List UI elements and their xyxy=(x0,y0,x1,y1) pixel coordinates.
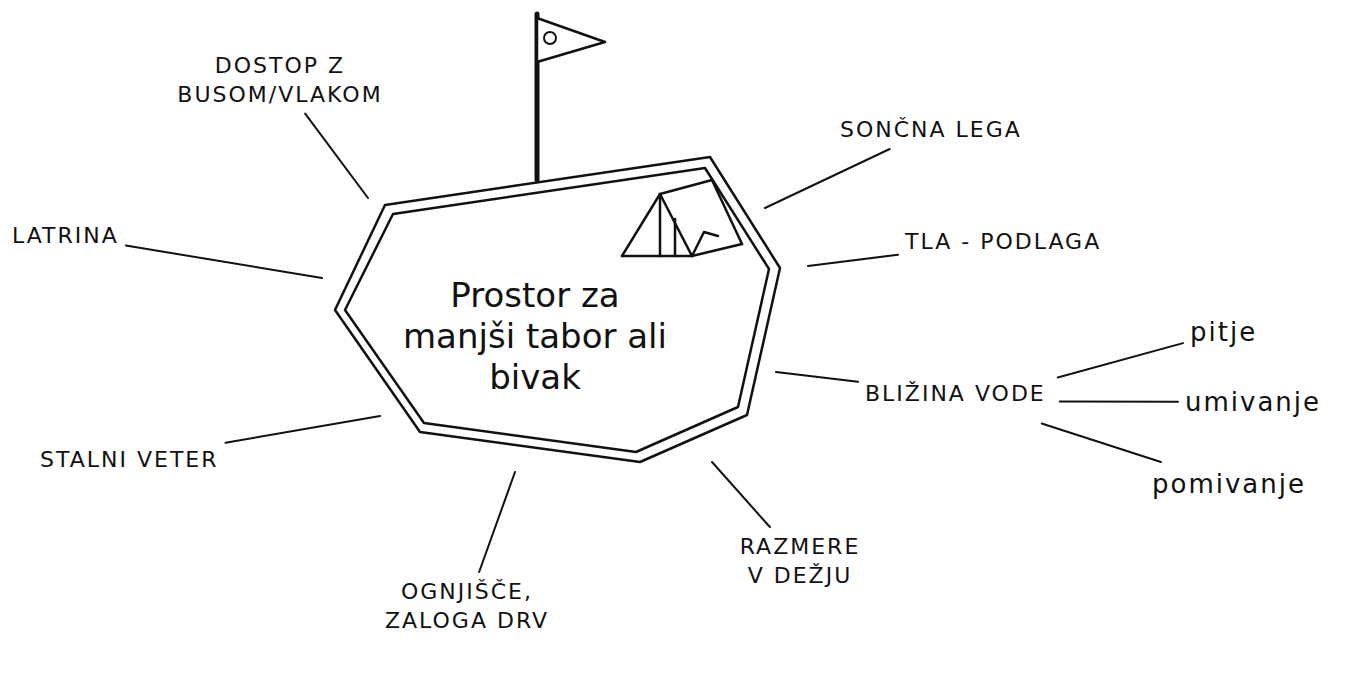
leader-line xyxy=(1042,424,1161,463)
topic-label: TLA - PODLAGA xyxy=(905,228,1101,257)
hexagon-outer xyxy=(335,157,780,462)
node-title: Prostor za manjši tabor ali bivak xyxy=(390,275,680,397)
leader-line xyxy=(712,462,770,527)
leader-line xyxy=(1060,401,1178,403)
leader-line xyxy=(776,372,858,382)
tent xyxy=(622,180,742,256)
flag xyxy=(537,14,605,180)
hexagon-inner xyxy=(345,168,769,452)
leader-line xyxy=(808,255,898,266)
topic-label: pomivanje xyxy=(1152,468,1306,502)
node-text-box: Prostor za manjši tabor ali bivak xyxy=(390,275,680,397)
place-hexagon: Prostor za manjši tabor ali bivak xyxy=(330,150,785,465)
leader-line xyxy=(479,472,515,572)
leader-line xyxy=(765,149,890,208)
topic-label: RAZMERE V DEŽJU xyxy=(730,533,870,590)
leader-line xyxy=(305,114,368,198)
topic-label: STALNI VETER xyxy=(40,446,219,475)
topic-label: DOSTOP Z BUSOM/VLAKOM xyxy=(140,52,420,109)
topic-label: SONČNA LEGA xyxy=(840,116,1022,145)
topic-label: pitje xyxy=(1190,316,1257,350)
topic-label: OGNJIŠČE, ZALOGA DRV xyxy=(372,578,562,635)
topic-label: BLIŽINA VODE xyxy=(865,380,1046,409)
leader-line xyxy=(1058,343,1183,377)
topic-label: umivanje xyxy=(1185,386,1321,420)
leader-line xyxy=(226,416,380,443)
topic-label: LATRINA xyxy=(12,222,119,251)
leader-lines xyxy=(126,114,1183,572)
leader-line xyxy=(126,246,322,278)
